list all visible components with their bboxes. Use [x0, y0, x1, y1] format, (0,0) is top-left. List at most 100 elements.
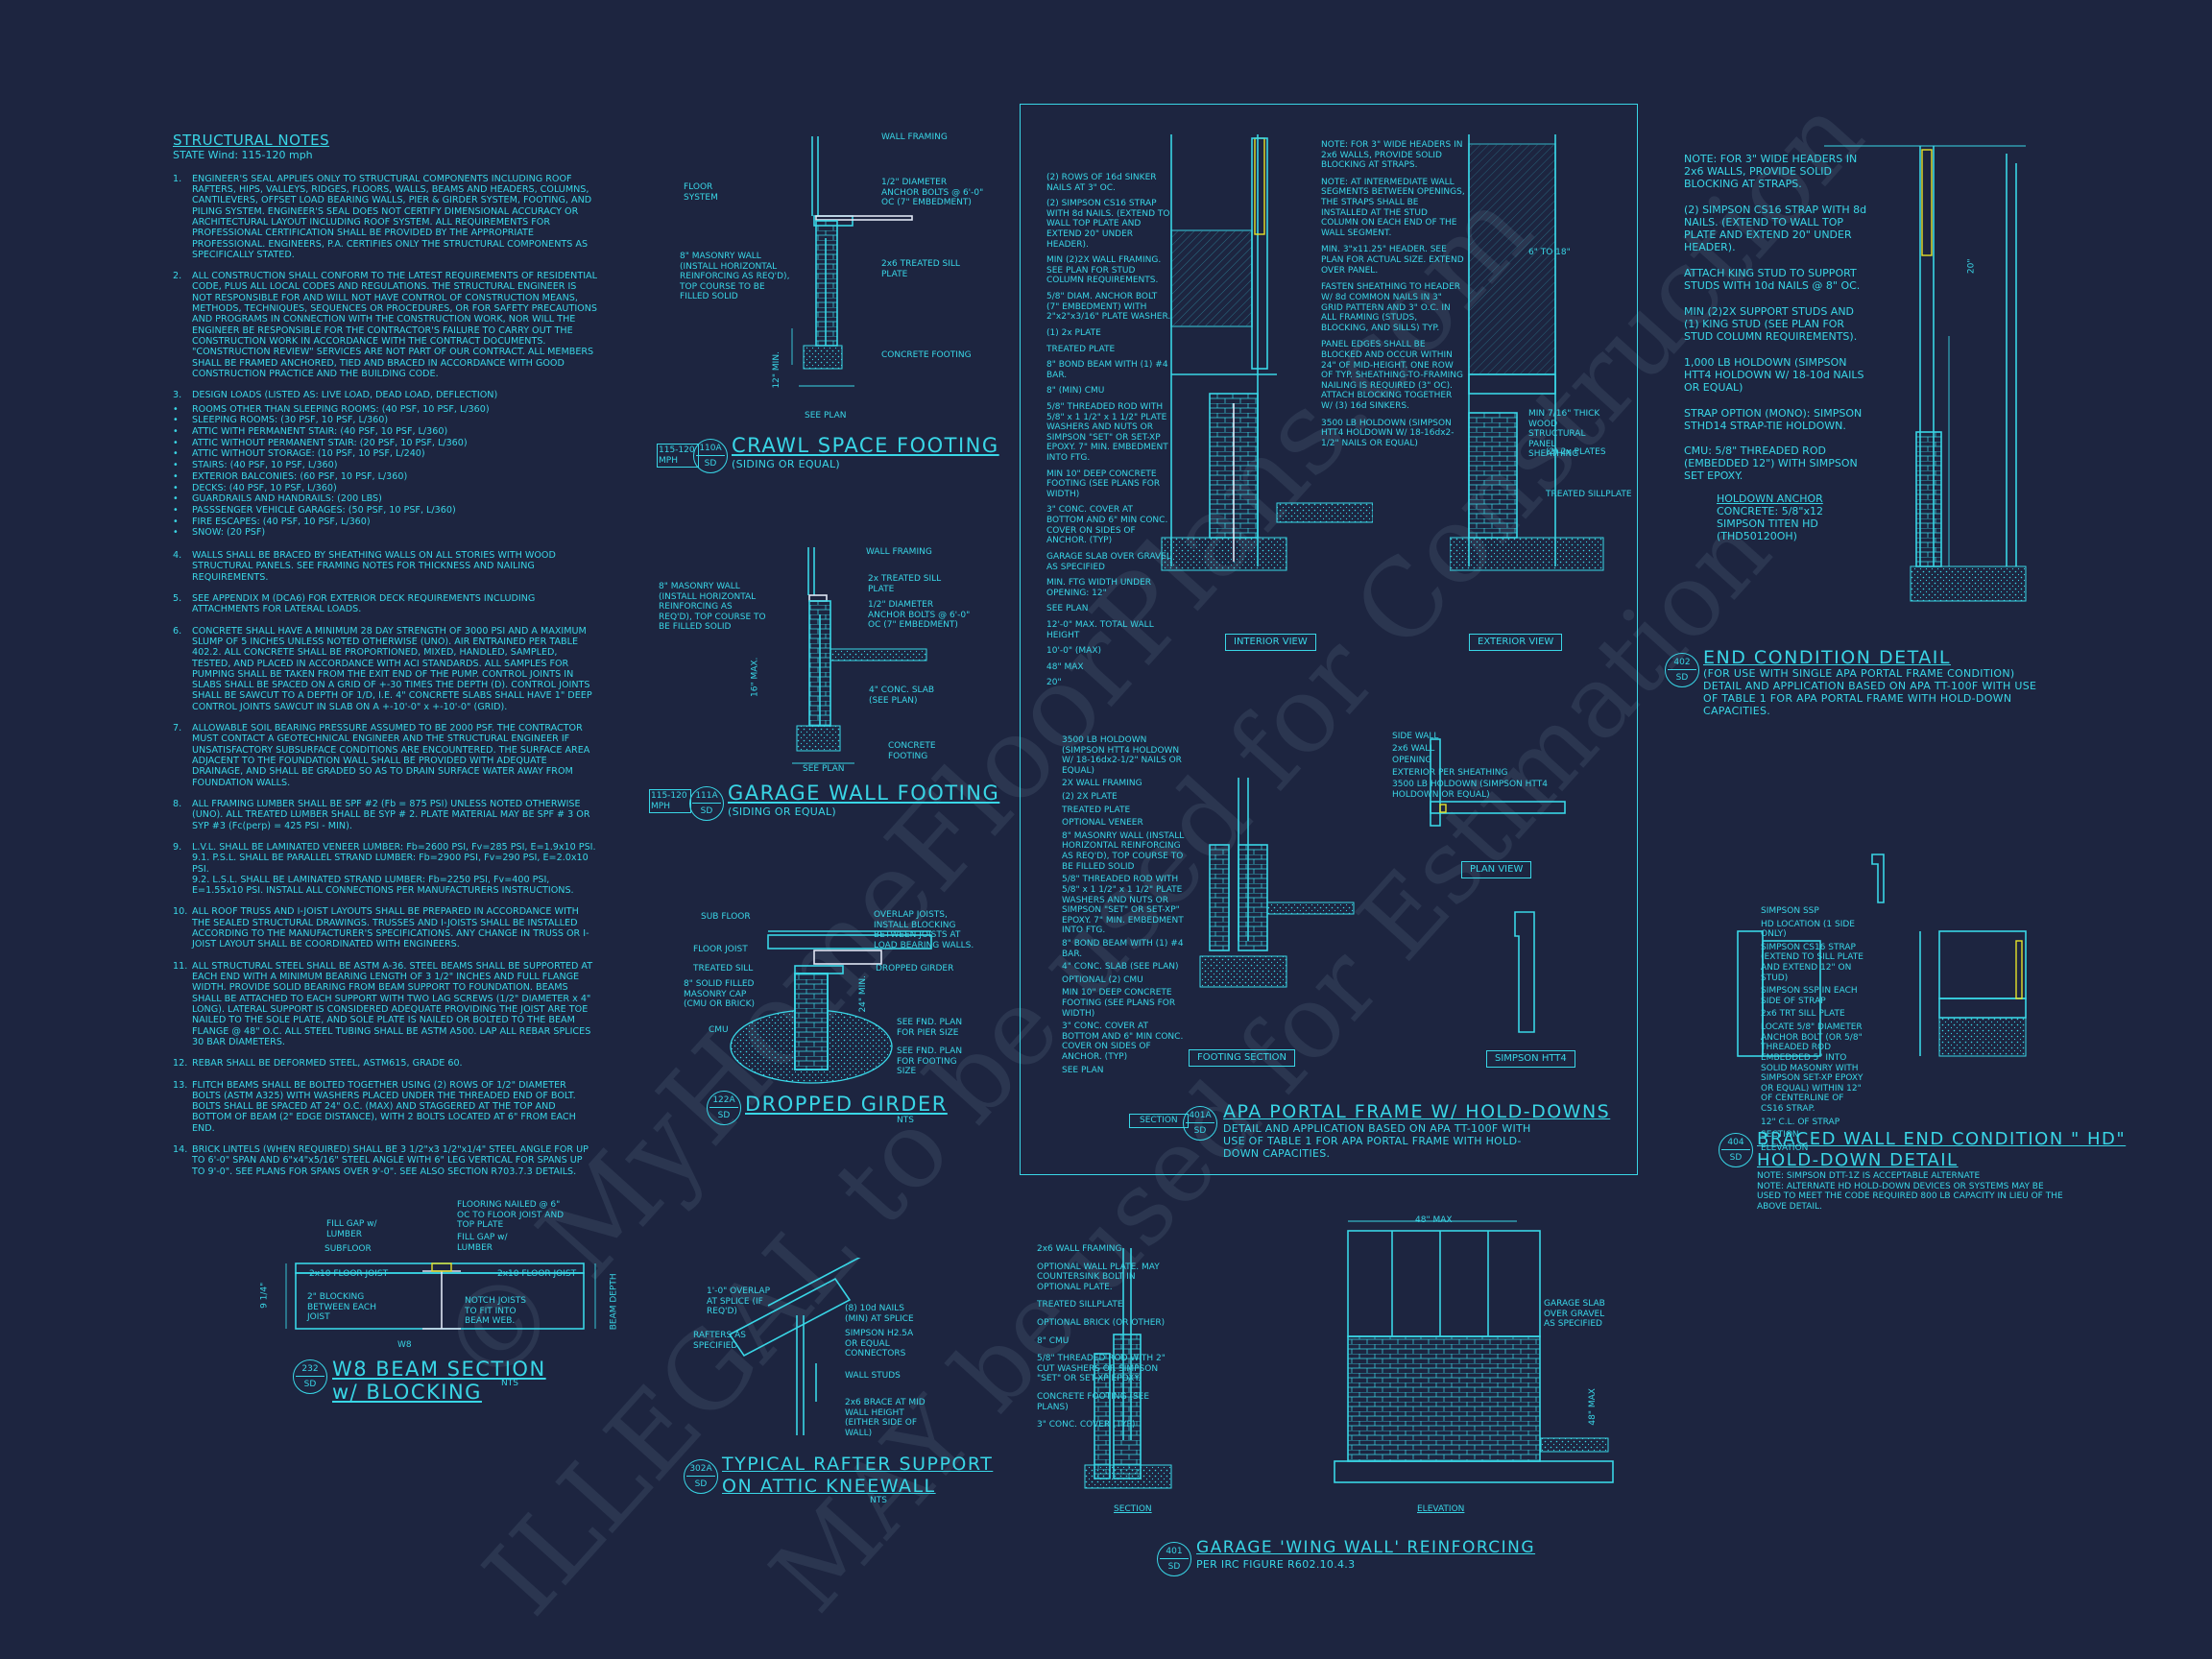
apa-footing-label: 4" CONC. SLAB (SEE PLAN) [1062, 962, 1179, 973]
crawl-label-floor-system: FLOOR SYSTEM [684, 182, 718, 203]
garage-wall-footing-drawing [792, 547, 927, 764]
wing-max-dim-v: 48" MAX [1587, 1388, 1598, 1426]
note-number: 9. [173, 841, 182, 853]
apa-footing-label: (2) 2X PLATE [1062, 792, 1118, 803]
end-condition-note: (2) SIMPSON CS16 STRAP WITH 8d NAILS. (E… [1684, 203, 1867, 253]
bullet-icon: • [173, 504, 179, 516]
w8-label-notch: NOTCH JOISTS TO FIT INTO BEAM WEB. [465, 1296, 527, 1327]
load-item: •SLEEPING ROOMS: (30 PSF, 10 PSF, L/360) [173, 415, 597, 426]
structural-notes: STRUCTURAL NOTES STATE Wind: 115-120 mph… [173, 132, 597, 1188]
girder-label-floor-joist: FLOOR JOIST [693, 945, 748, 954]
apa-plan-label: SIDE WALL [1392, 732, 1439, 741]
braced-label: SIMPSON CS16 STRAP (EXTEND TO SILL PLATE… [1761, 942, 1863, 983]
girder-label-sill: TREATED SILL [693, 964, 754, 974]
braced-label: LOCATE 5/8" DIAMETER ANCHOR BOLT (OR 5/8… [1761, 1022, 1863, 1114]
end-condition-note: ATTACH KING STUD TO SUPPORT STUDS WITH 1… [1684, 266, 1861, 292]
apa-interior-label: GARAGE SLAB OVER GRAVEL AS SPECIFIED [1046, 551, 1171, 572]
wing-max-dim: 48" MAX [1415, 1215, 1453, 1225]
w8-label-joist-right: 2x10 FLOOR JOIST [497, 1269, 577, 1279]
wing-label: OPTIONAL BRICK (OR OTHER) [1037, 1318, 1166, 1329]
wing-label: 2x6 WALL FRAMING [1037, 1244, 1122, 1254]
apa-footing-section-drawing [1199, 778, 1355, 988]
note-item: 4.WALLS SHALL BE BRACED BY SHEATHING WAL… [173, 550, 597, 583]
girder-label-girder: DROPPED GIRDER [876, 964, 954, 974]
w8-label-fill-gap-1: FILL GAP w/ LUMBER [326, 1219, 377, 1239]
wing-slab-label: GARAGE SLAB OVER GRAVEL AS SPECIFIED [1544, 1299, 1605, 1330]
apa-footing-label: 5/8" THREADED ROD WITH 5/8" x 1 1/2" x 1… [1062, 875, 1184, 936]
end-dim: 20" [1966, 258, 1977, 275]
bullet-icon: • [173, 426, 179, 437]
apa-plan-view-drawing [1430, 738, 1566, 827]
note-number: 11. [173, 960, 188, 972]
load-item: •FIRE ESCAPES: (40 PSF, 10 PSF, L/360) [173, 517, 597, 528]
note-item: 8.ALL FRAMING LUMBER SHALL BE SPF #2 (Fb… [173, 799, 597, 831]
note-text: DESIGN LOADS (LISTED AS: LIVE LOAD, DEAD… [192, 390, 498, 401]
garage-detail-title: GARAGE WALL FOOTING [728, 781, 1000, 805]
w8-label-joist-left: 2x10 FLOOR JOIST [309, 1269, 389, 1279]
load-text: STAIRS: (40 PSF, 10 PSF, L/360) [192, 460, 338, 471]
apa-interior-label: 20" [1046, 678, 1062, 688]
holdown-anchor-block: HOLDOWN ANCHOR CONCRETE: 5/8"x12 SIMPSON… [1717, 493, 1870, 543]
apa-footing-label: OPTIONAL VENEER [1062, 818, 1143, 829]
note-number: 7. [173, 723, 182, 734]
wing-label: CONCRETE FOOTING (SEE PLANS) [1037, 1392, 1150, 1412]
end-condition-note: 1,000 LB HOLDOWN (SIMPSON HTT4 HOLDOWN W… [1684, 355, 1864, 394]
w8-label-blocking: 2" BLOCKING BETWEEN EACH JOIST [307, 1292, 376, 1323]
wing-detail-title: GARAGE 'WING WALL' REINFORCING [1196, 1538, 1536, 1557]
apa-interior-label: MIN 10" DEEP CONCRETE FOOTING (SEE PLANS… [1046, 469, 1161, 499]
crawl-label-see-plan: SEE PLAN [805, 411, 847, 421]
apa-interior-label: 12'-0" MAX. TOTAL WALL HEIGHT [1046, 619, 1154, 640]
dropped-girder-drawing [730, 930, 932, 1084]
apa-interior-label: 8" BOND BEAM WITH (1) #4 BAR. [1046, 360, 1168, 380]
end-condition-note: STRAP OPTION (MONO): SIMPSON STHD14 STRA… [1684, 406, 1863, 432]
apa-ext-plates: (2) 2x PLATES [1546, 447, 1606, 457]
note-number: 8. [173, 798, 182, 809]
end-condition-note: NOTE: FOR 3" WIDE HEADERS IN 2x6 WALLS, … [1684, 153, 1858, 190]
crawl-label-anchor-bolts: 1/2" DIAMETER ANCHOR BOLTS @ 6'-0" OC (7… [881, 178, 984, 208]
garage-label-footing: CONCRETE FOOTING [888, 741, 936, 761]
note-number: 3. [173, 390, 182, 401]
crawl-detail-subtitle: (SIDING OR EQUAL) [732, 458, 840, 470]
apa-interior-label: MIN. FTG WIDTH UNDER OPENING: 12" [1046, 578, 1152, 598]
braced-detail-title-2: HOLD-DOWN DETAIL [1757, 1150, 1959, 1170]
apa-interior-label: (1) 2x PLATE [1046, 327, 1101, 338]
girder-label-min: 24" MIN. [857, 975, 868, 1013]
girder-nts: NTS [897, 1116, 914, 1125]
end-detail-subtitle: (FOR USE WITH SINGLE APA PORTAL FRAME CO… [1703, 667, 2037, 717]
load-text: ATTIC WITHOUT PERMANENT STAIR: (20 PSF, … [192, 437, 468, 448]
girder-label-overlap: OVERLAP JOISTS, INSTALL BLOCKING BETWEEN… [874, 910, 974, 950]
crawl-label-min: 12" MIN. [771, 351, 781, 389]
note-item: 14.BRICK LINTELS (WHEN REQUIRED) SHALL B… [173, 1144, 597, 1177]
wing-elevation-label: ELEVATION [1417, 1504, 1465, 1514]
w8-label-beam-depth: BEAM DEPTH [609, 1273, 619, 1331]
girder-label-cap: 8" SOLID FILLED MASONRY CAP (CMU OR BRIC… [684, 979, 755, 1010]
load-text: DECKS: (40 PSF, 10 PSF, L/360) [192, 482, 337, 493]
apa-portal-frame-frame [1020, 104, 1638, 1175]
wing-label: 3" CONC. COVER (TYP) [1037, 1420, 1136, 1431]
rafter-support-drawing [728, 1258, 861, 1435]
note-text: L.V.L. SHALL BE LAMINATED VENEER LUMBER:… [192, 841, 596, 897]
rafter-label-nails: (8) 10d NAILS (MIN) AT SPLICE [845, 1304, 914, 1324]
load-item: •SNOW: (20 PSF) [173, 527, 597, 539]
apa-middle-note: 3500 LB HOLDOWN (SIMPSON HTT4 HOLDOWN W/… [1321, 418, 1455, 448]
note-number: 6. [173, 625, 182, 637]
apa-interior-labels: (2) ROWS OF 16d SINKER NAILS AT 3" OC.(2… [1046, 173, 1171, 694]
girder-label-pier: SEE FND. PLAN FOR PIER SIZE [897, 1018, 963, 1038]
note-number: 2. [173, 271, 182, 282]
notes-subtitle: STATE Wind: 115-120 mph [173, 148, 313, 161]
note-item: 12.REBAR SHALL BE DEFORMED STEEL, ASTM61… [173, 1058, 597, 1069]
apa-plan-label: 3500 LB HOLDOWN (SIMPSON HTT4 HOLDOWN OR… [1392, 780, 1548, 801]
note-text: ALLOWABLE SOIL BEARING PRESSURE ASSUMED … [192, 723, 590, 788]
end-condition-note: MIN (2)2X SUPPORT STUDS AND (1) KING STU… [1684, 304, 1858, 343]
apa-interior-label: 8" (MIN) CMU [1046, 386, 1105, 397]
note-item: 3. DESIGN LOADS (LISTED AS: LIVE LOAD, DE… [173, 390, 597, 400]
load-text: FIRE ESCAPES: (40 PSF, 10 PSF, L/360) [192, 516, 371, 527]
bullet-icon: • [173, 448, 179, 460]
apa-ext-dim: 6" TO 18" [1528, 248, 1571, 257]
